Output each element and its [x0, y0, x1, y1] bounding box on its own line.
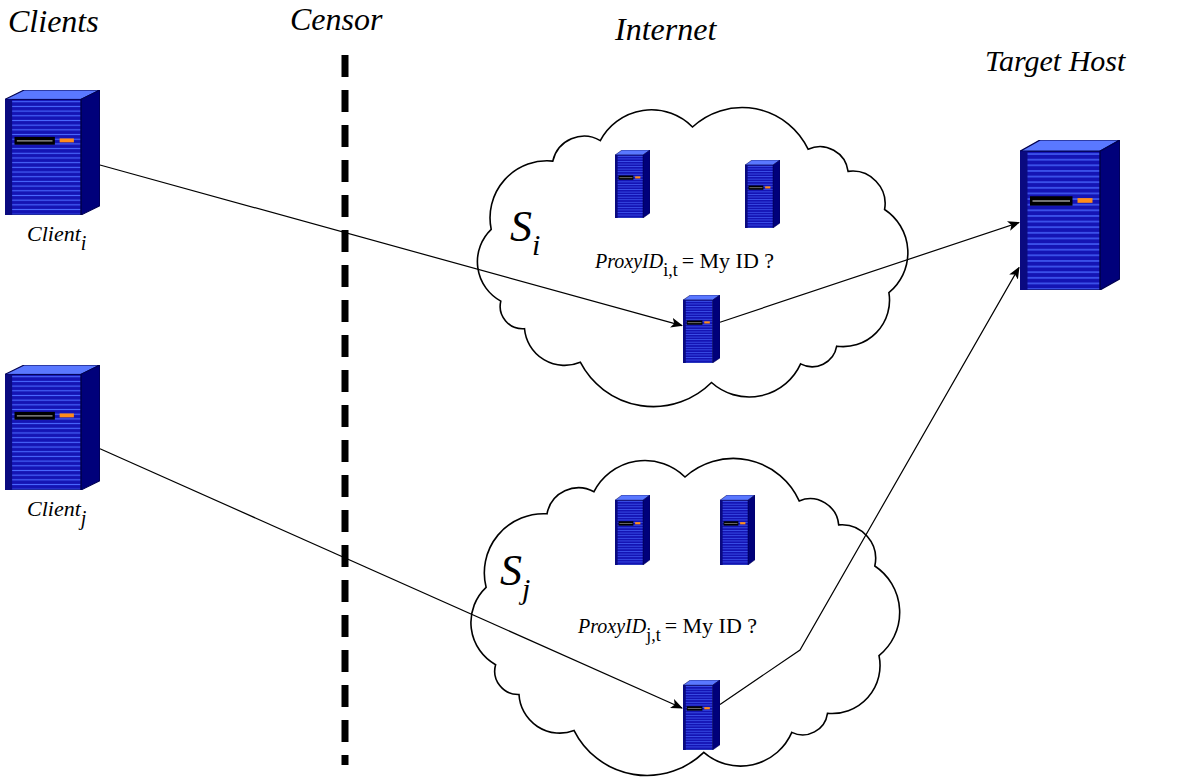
node-text: Target Host	[985, 44, 1125, 77]
node-text: S	[510, 202, 532, 251]
subscript: i,t	[663, 260, 678, 280]
node-text: ProxyID	[578, 615, 646, 637]
subscript: i	[532, 228, 540, 261]
subscript: j	[522, 572, 530, 605]
arrow	[100, 449, 682, 708]
server-icon	[683, 680, 720, 750]
server-icon	[1020, 140, 1120, 290]
server-icon	[5, 90, 100, 215]
node-label: Clienti	[27, 222, 86, 254]
node-text: = My ID ?	[682, 248, 774, 273]
server-icon	[1020, 140, 1120, 290]
node-label: Target Host	[985, 44, 1125, 77]
proxy-host: ProxyIDi,t= My ID ?	[683, 295, 720, 363]
node-text: S	[500, 546, 522, 595]
cloud-outline	[471, 458, 900, 775]
node-label: ProxyIDj,t = My ID ?	[578, 614, 757, 646]
node-text: ProxyID	[595, 250, 663, 272]
column-heading: Clients	[8, 4, 99, 39]
server-icon	[5, 90, 100, 215]
cloud-outline	[477, 108, 907, 407]
arrow	[720, 268, 1019, 705]
target-host: Target Host	[1020, 140, 1120, 290]
server-icon	[720, 495, 755, 565]
network-cloud: SiProxyIDi,t = My ID ?	[465, 105, 920, 405]
subscript: j	[81, 507, 87, 529]
node-text: Client	[27, 221, 81, 246]
node-label: ProxyIDi,t = My ID ?	[595, 249, 774, 281]
node-label: Clientj	[27, 497, 86, 529]
proxy-host: ProxyIDj,t= My ID ?	[683, 680, 720, 750]
server-icon	[615, 150, 650, 218]
network-cloud: SjProxyIDj,t = My ID ?	[460, 455, 910, 775]
node-label: Sj	[500, 547, 530, 605]
censor-line	[342, 55, 349, 765]
subscript: i	[81, 232, 87, 254]
server-icon	[683, 295, 720, 363]
client-host: Clientj	[5, 365, 100, 490]
subscript: j,t	[646, 625, 661, 645]
arrow	[100, 165, 682, 326]
node-text: Client	[27, 496, 81, 521]
column-heading: Censor	[290, 2, 382, 37]
node-text: = My ID ?	[665, 613, 757, 638]
column-heading: Internet	[615, 12, 716, 47]
server-icon	[683, 680, 720, 750]
client-host: Clienti	[5, 90, 100, 215]
server-icon	[615, 495, 650, 565]
server-icon	[683, 295, 720, 363]
server-icon	[5, 365, 100, 490]
server-icon	[745, 160, 780, 228]
node-label: Si	[510, 203, 540, 261]
server-icon	[5, 365, 100, 490]
